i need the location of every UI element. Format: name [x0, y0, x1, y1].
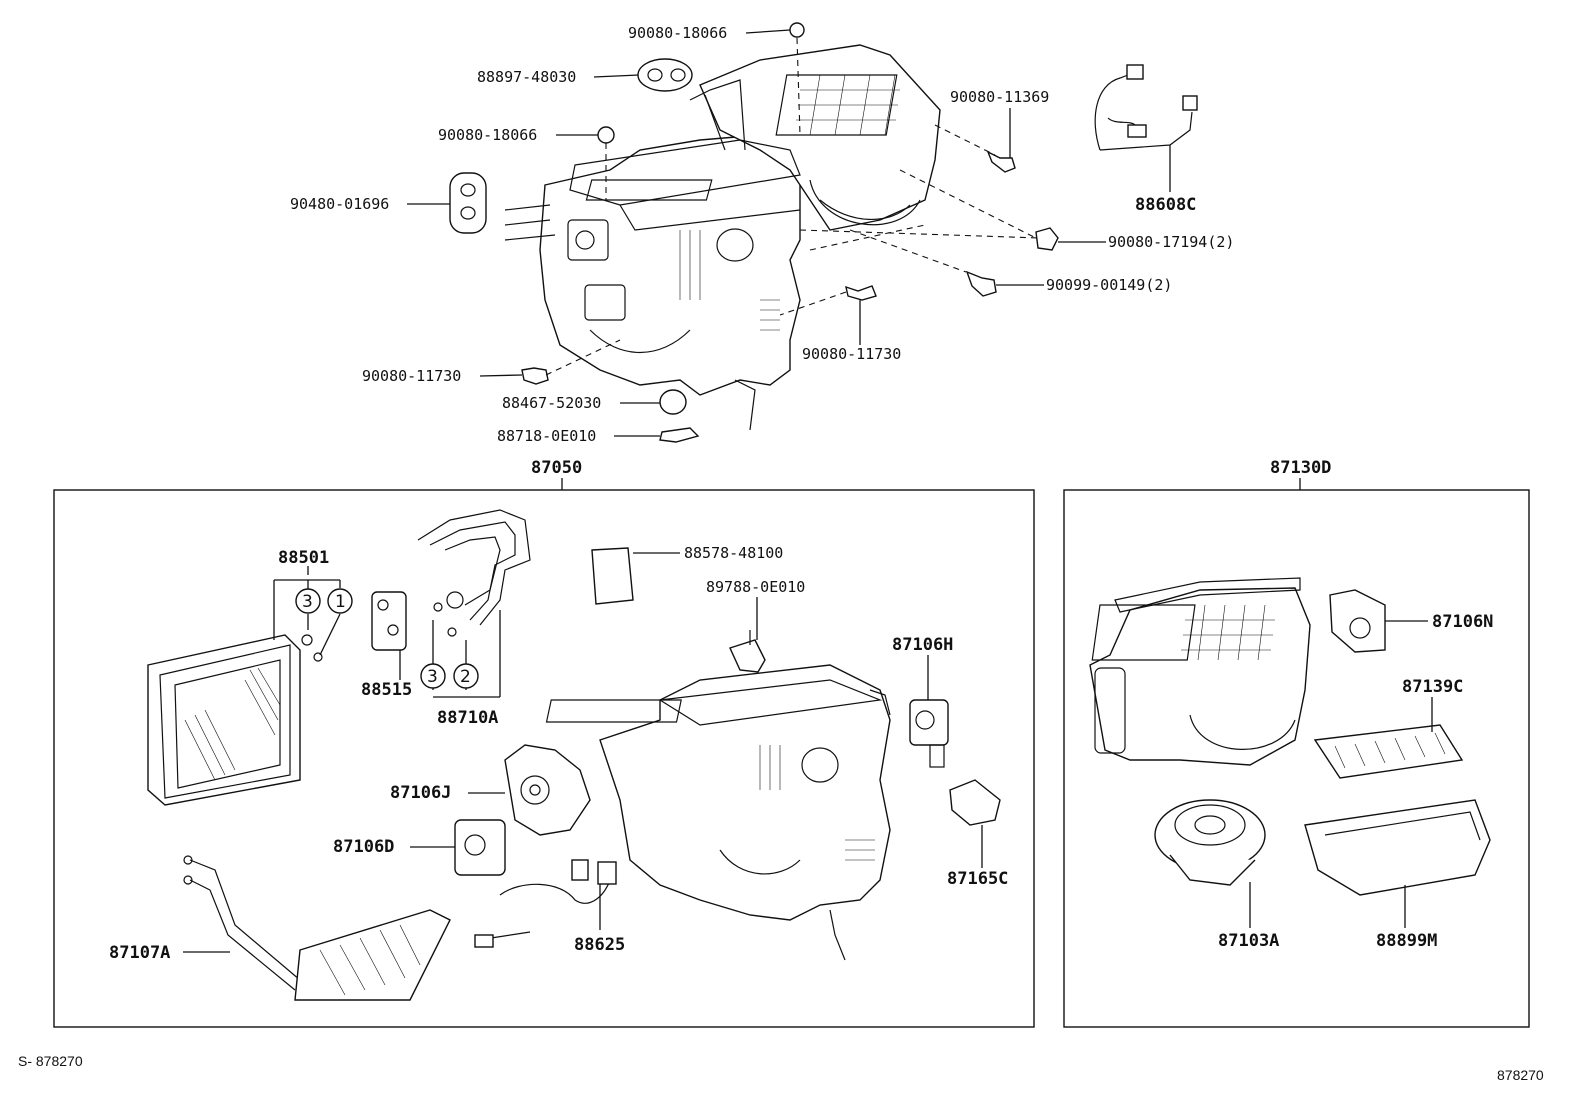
assembly-dashed-lines	[545, 37, 1041, 376]
servo-87106D	[454, 819, 506, 876]
wire-harness-88625	[474, 859, 617, 948]
servo-87106N	[1329, 589, 1386, 653]
label-88718-0E010: 88718-0E010	[497, 427, 596, 445]
label-88625: 88625	[574, 935, 625, 955]
label-88467-52030: 88467-52030	[502, 394, 601, 412]
label-90080-18066-top: 90080-18066	[628, 24, 727, 42]
callout-2-mid: 2	[460, 667, 471, 687]
label-88897-48030: 88897-48030	[477, 68, 576, 86]
servo-87106J	[504, 744, 591, 836]
wire-harness-88608C	[1094, 64, 1198, 151]
circle-callout-numbers: 3 1 3 2	[302, 592, 471, 687]
label-89788-0E010: 89788-0E010	[706, 578, 805, 596]
footer: S- 878270 878270	[18, 1053, 1544, 1083]
part-number-labels: 90080-18066 88897-48030 90080-18066 9048…	[109, 24, 1493, 963]
label-88578-48100: 88578-48100	[684, 544, 783, 562]
label-87106H: 87106H	[892, 635, 953, 655]
label-90080-11730-left: 90080-11730	[362, 367, 461, 385]
callout-1-left: 1	[335, 592, 346, 612]
o-ring-callouts	[273, 566, 501, 698]
label-88608C: 88608C	[1135, 195, 1196, 215]
label-87165C: 87165C	[947, 869, 1008, 889]
group-87130D-frame	[1063, 489, 1530, 1028]
label-88515: 88515	[361, 680, 412, 700]
label-87106N: 87106N	[1432, 612, 1493, 632]
callout-3-mid: 3	[427, 667, 438, 687]
refrigerant-pipes	[417, 509, 531, 637]
label-87130D: 87130D	[1270, 458, 1331, 478]
group-87050-frame	[53, 489, 1035, 1028]
label-87050: 87050	[531, 458, 582, 478]
label-87139C: 87139C	[1402, 677, 1463, 697]
servo-87106H	[909, 699, 949, 768]
expansion-valve	[371, 591, 407, 651]
label-88501: 88501	[278, 548, 329, 568]
cabin-air-filter	[1313, 724, 1464, 779]
blower-motor	[1154, 799, 1266, 886]
sensor-bracket	[729, 630, 766, 673]
label-90080-11730-right: 90080-11730	[802, 345, 901, 363]
footer-right-code: 878270	[1497, 1067, 1544, 1083]
label-87106D: 87106D	[333, 837, 394, 857]
callout-3-left: 3	[302, 592, 313, 612]
label-87106J: 87106J	[390, 783, 451, 803]
lower-case-cover	[1304, 799, 1491, 896]
leader-lines-87050	[183, 552, 983, 953]
label-88710A: 88710A	[437, 708, 498, 728]
top-heater-assembly	[504, 44, 941, 431]
label-87107A: 87107A	[109, 943, 170, 963]
heater-core	[183, 855, 451, 1001]
blower-housing	[1089, 577, 1311, 766]
footer-left-code: S- 878270	[18, 1053, 83, 1069]
label-90080-17194: 90080-17194(2)	[1108, 233, 1234, 251]
label-90080-11369: 90080-11369	[950, 88, 1049, 106]
label-88899M: 88899M	[1376, 931, 1437, 951]
leader-lines-87130D	[1249, 620, 1433, 928]
label-90099-00149: 90099-00149(2)	[1046, 276, 1172, 294]
label-90480-01696: 90480-01696	[290, 195, 389, 213]
top-hardware	[449, 22, 1059, 443]
filter-sheet	[591, 547, 634, 605]
label-90080-18066: 90080-18066	[438, 126, 537, 144]
heater-unit-housing	[545, 664, 891, 961]
blower-resistor-87165C	[949, 779, 1001, 826]
label-87103A: 87103A	[1218, 931, 1279, 951]
leader-lines-top	[407, 29, 1171, 437]
evaporator	[147, 634, 323, 806]
